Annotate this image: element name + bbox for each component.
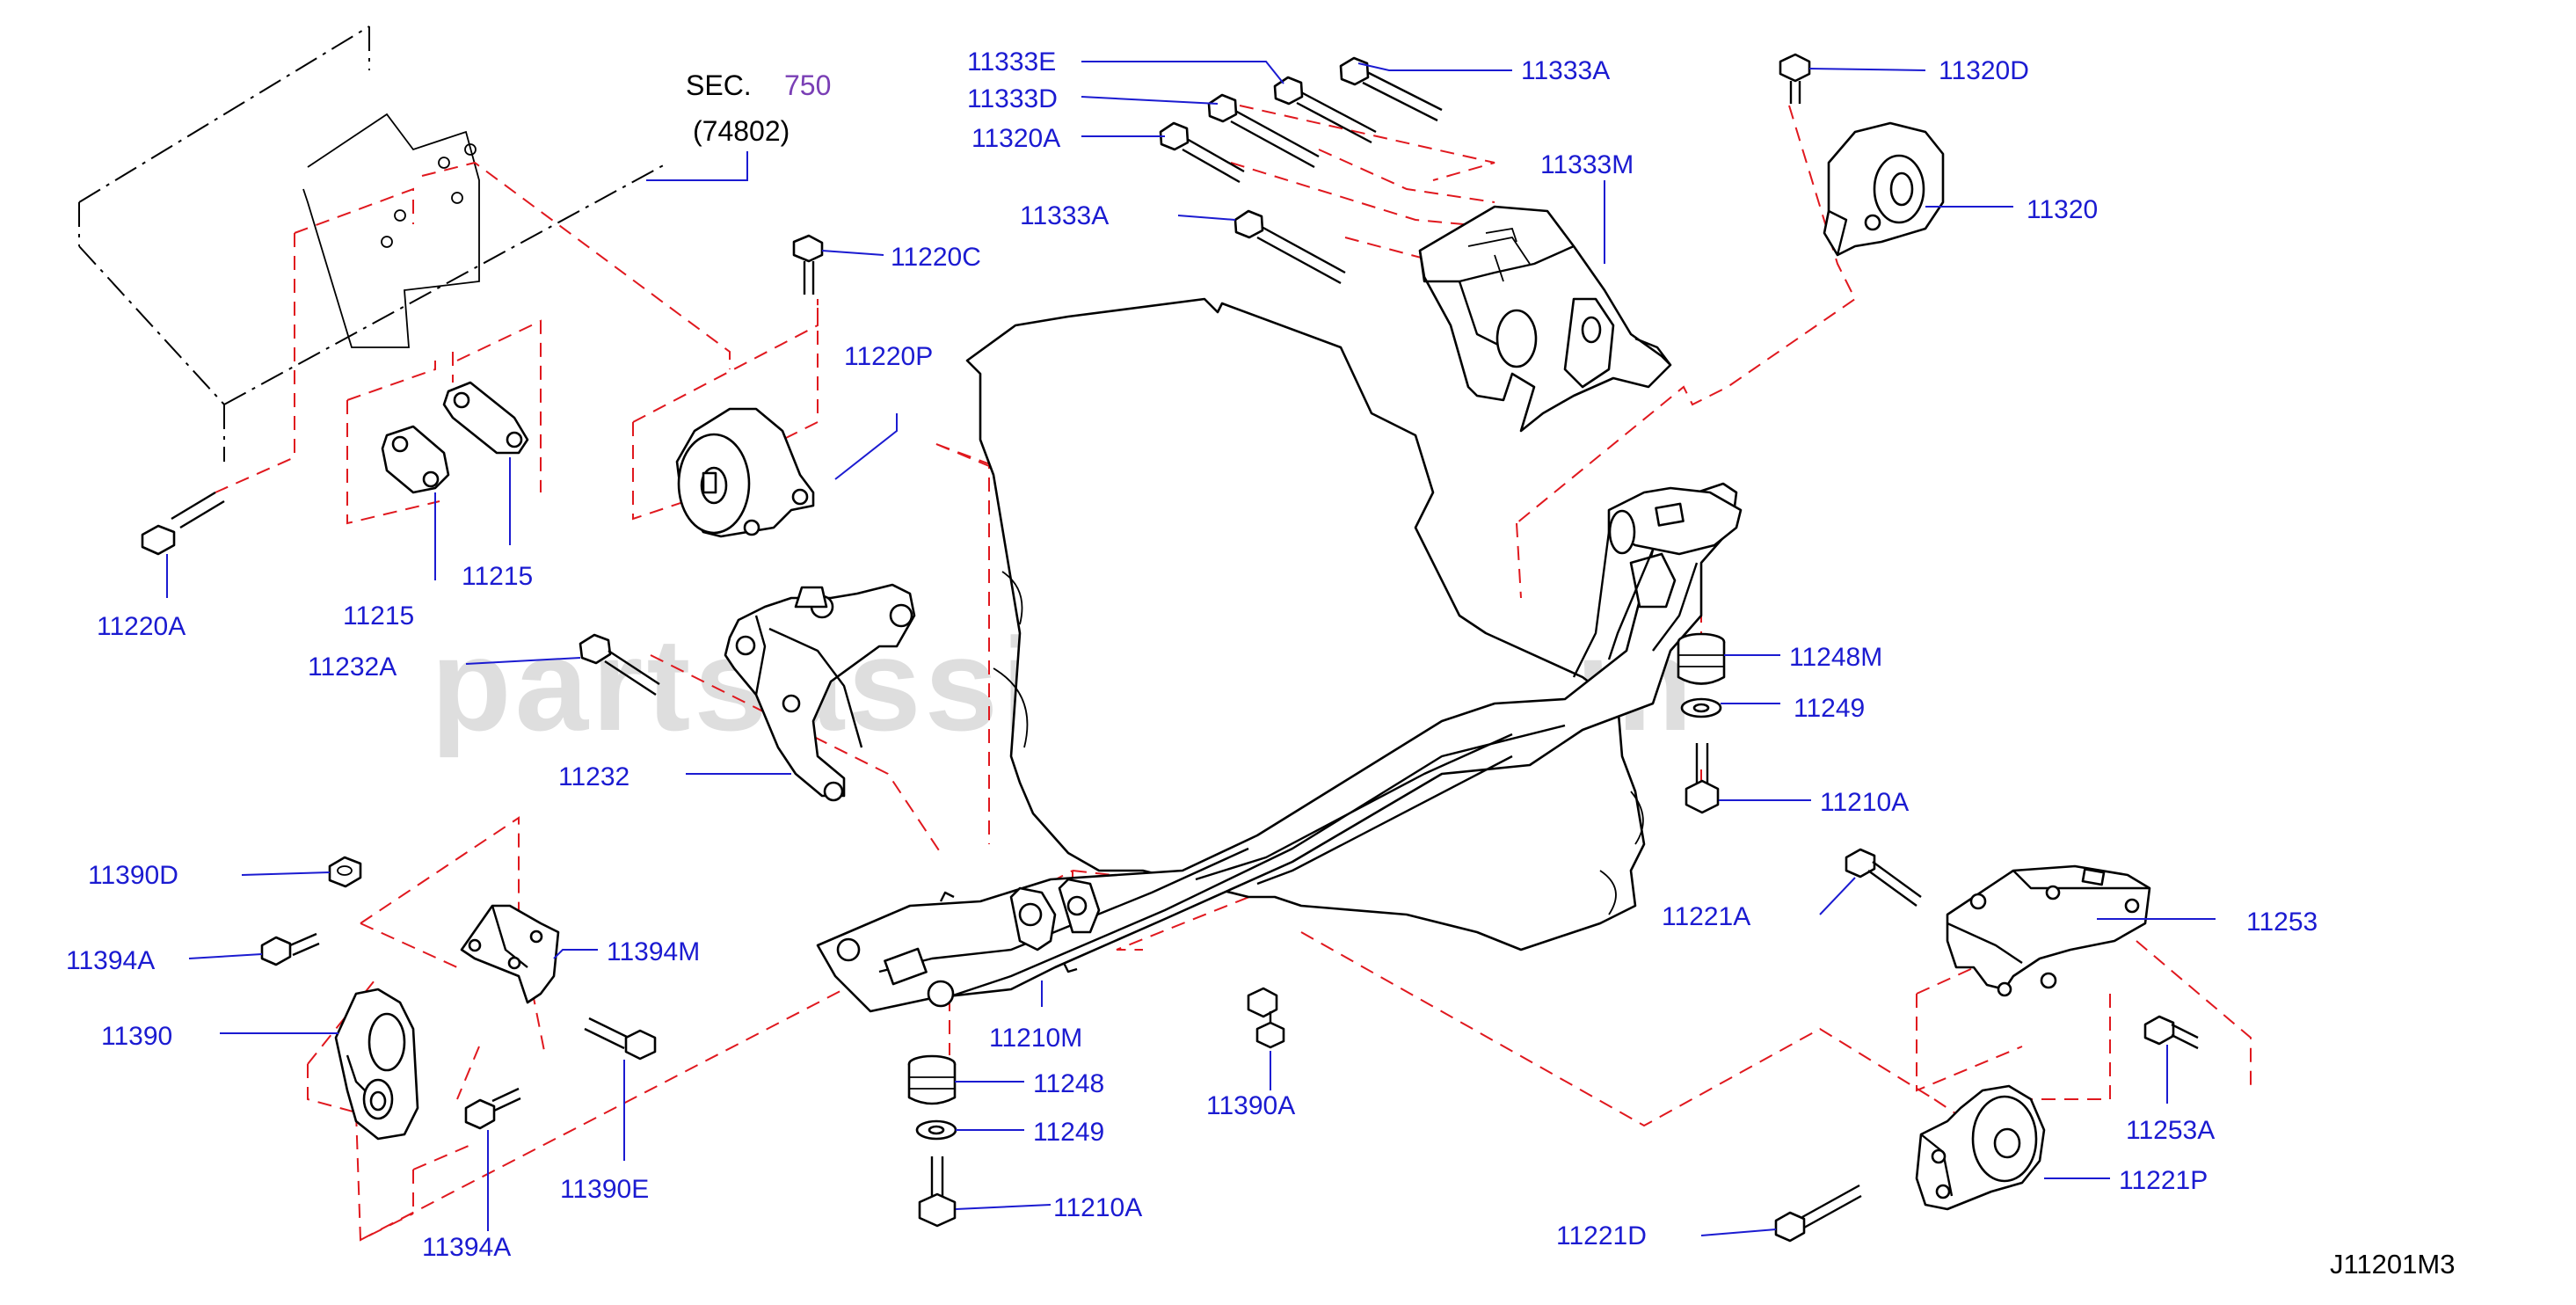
- section-subref: (74802): [693, 115, 790, 147]
- part-labels: 11333E 11333D 11320A 11333A 11333A 11333…: [66, 47, 2318, 1262]
- label-11390d: 11390D: [88, 861, 178, 890]
- label-11390a: 11390A: [1206, 1091, 1295, 1120]
- crossmember-11210m: [816, 482, 1743, 1013]
- washer-11249-bottom: [915, 1119, 957, 1141]
- mount-11390: [334, 988, 419, 1141]
- bolt-11221a: [1845, 848, 1922, 907]
- bolt-11333d: [1207, 93, 1320, 169]
- bolt-11390a: [1247, 987, 1285, 1049]
- bolt-11394a-bottom: [464, 1087, 521, 1130]
- label-11390e: 11390E: [560, 1175, 649, 1204]
- label-11320: 11320: [2027, 195, 2098, 224]
- label-11215-b: 11215: [462, 562, 533, 591]
- bolt-11390e: [584, 1017, 657, 1061]
- label-11253a: 11253A: [2126, 1116, 2215, 1145]
- bracket-11394m: [460, 904, 560, 1004]
- diagram-code: J11201M3: [2330, 1249, 2455, 1279]
- nut-11390d: [328, 856, 362, 888]
- label-11215-a: 11215: [343, 601, 414, 631]
- label-11333d: 11333D: [967, 84, 1058, 113]
- bolt-11333a-top: [1339, 56, 1443, 122]
- bolt-11232a: [579, 633, 660, 696]
- bumper-11248: [907, 1054, 957, 1105]
- bracket-11333m: [1418, 205, 1672, 433]
- label-11249-bottom: 11249: [1033, 1118, 1104, 1147]
- label-11220c: 11220C: [891, 243, 981, 272]
- callout-lines: [166, 61, 2216, 1236]
- label-11220a: 11220A: [97, 612, 186, 641]
- body-side-member: [78, 26, 669, 462]
- label-11390: 11390: [101, 1022, 172, 1051]
- label-11248m: 11248M: [1789, 643, 1882, 672]
- section-prefix: SEC.: [686, 69, 752, 101]
- mount-11220p: [675, 407, 815, 538]
- label-11333a-top: 11333A: [1521, 56, 1610, 85]
- section-number: 750: [784, 69, 831, 101]
- mount-11221p: [1915, 1084, 2046, 1211]
- label-11232a: 11232A: [308, 652, 397, 682]
- label-11253: 11253: [2246, 908, 2318, 937]
- label-11394a-bottom: 11394A: [422, 1233, 511, 1262]
- label-11210a-bottom: 11210A: [1053, 1193, 1142, 1222]
- bolt-11210a-bottom: [918, 1156, 957, 1228]
- label-11333e: 11333E: [967, 47, 1056, 77]
- label-11248: 11248: [1033, 1069, 1104, 1098]
- mount-11320: [1823, 121, 1945, 257]
- plates-11215: [381, 381, 529, 494]
- section-reference: SEC. 750 (74802): [646, 69, 831, 181]
- label-11232: 11232: [558, 762, 629, 791]
- label-11210m: 11210M: [989, 1024, 1082, 1053]
- label-11221d: 11221D: [1556, 1221, 1647, 1250]
- bolt-11394a-top: [260, 932, 320, 966]
- bolt-11333e: [1273, 76, 1377, 144]
- washer-11249-top: [1680, 697, 1722, 718]
- label-11333m: 11333M: [1540, 150, 1634, 179]
- bolt-11210a-right: [1685, 743, 1720, 814]
- bolt-11320d: [1779, 53, 1811, 104]
- bumper-11248m: [1677, 632, 1726, 685]
- label-11220p: 11220P: [844, 342, 933, 371]
- bolt-11220c: [792, 234, 824, 295]
- bracket-11253: [1946, 864, 2151, 997]
- bolt-11333a-mid: [1233, 209, 1346, 285]
- bracket-11232: [724, 583, 916, 802]
- bolt-11253a: [2143, 1015, 2199, 1050]
- label-11394m: 11394M: [607, 937, 700, 966]
- bolt-11221d: [1774, 1184, 1862, 1243]
- engine-block: [965, 297, 1646, 951]
- label-11249-top: 11249: [1794, 694, 1865, 723]
- label-11333a-mid: 11333A: [1020, 201, 1109, 230]
- label-11221a: 11221A: [1662, 902, 1750, 931]
- label-11320d: 11320D: [1939, 56, 2029, 85]
- label-11210a-right: 11210A: [1820, 788, 1909, 817]
- bolt-11220a: [141, 491, 225, 556]
- label-11394a-top: 11394A: [66, 946, 155, 975]
- label-11221p: 11221P: [2119, 1166, 2208, 1195]
- fasteners: [141, 53, 2199, 1243]
- bolt-11320a: [1159, 121, 1245, 184]
- label-11320a: 11320A: [971, 124, 1060, 153]
